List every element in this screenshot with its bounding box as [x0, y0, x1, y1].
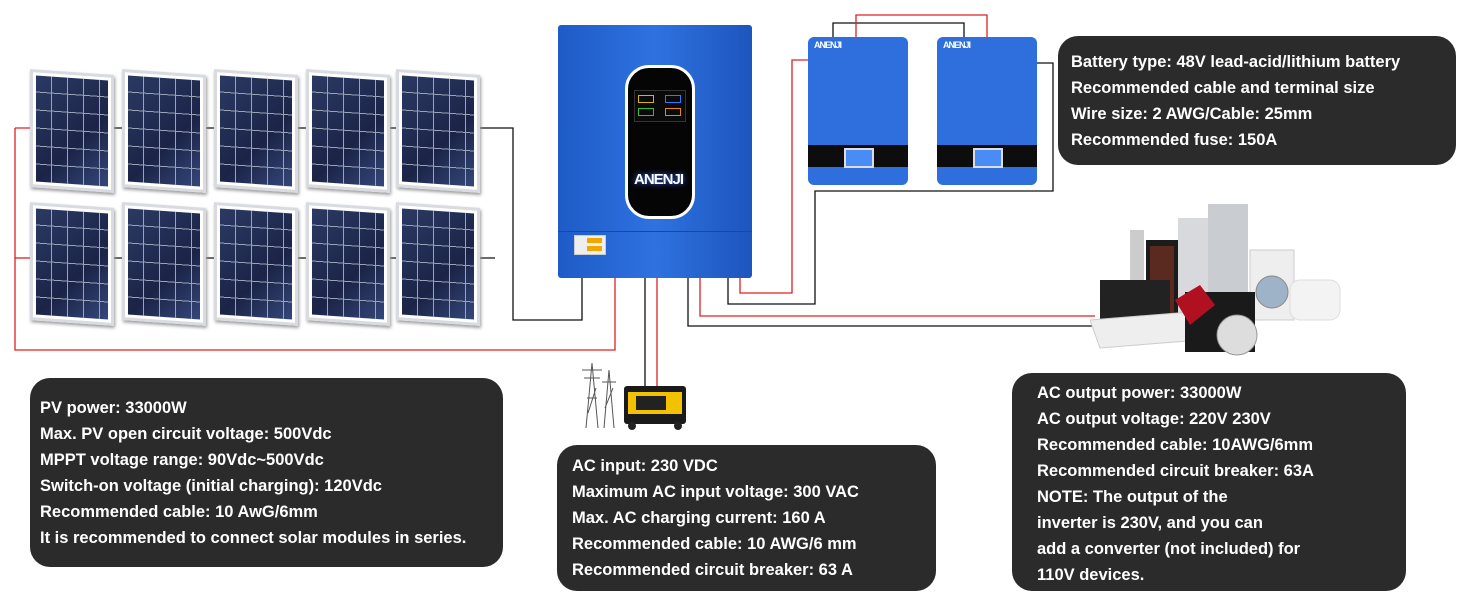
ac-output-cable: Recommended cable: 10AWG/6mm	[1037, 436, 1314, 454]
ac-charging-current: Max. AC charging current: 160 A	[572, 509, 826, 527]
battery-logo: ANENJI	[814, 40, 842, 50]
inverter: ANENJI	[558, 25, 752, 278]
solar-panel	[30, 202, 114, 326]
switch-on-voltage: Switch-on voltage (initial charging): 12…	[40, 477, 382, 495]
ac-output-voltage: AC output voltage: 220V 230V	[1037, 410, 1271, 428]
inverter-logo: ANENJI	[634, 171, 684, 188]
ac-output-breaker: Recommended circuit breaker: 63A	[1037, 462, 1314, 480]
ac-output-wire-black	[687, 278, 1095, 327]
battery-cable-heading: Recommended cable and terminal size	[1071, 79, 1375, 97]
solar-panel	[30, 69, 114, 193]
inverter-display: ANENJI	[625, 65, 695, 219]
ac-output-note: NOTE: The output of the	[1037, 488, 1228, 506]
solar-panel	[396, 69, 480, 193]
solar-panel	[214, 202, 298, 326]
pv-open-circuit-voltage: Max. PV open circuit voltage: 500Vdc	[40, 425, 332, 443]
ac-output-wire-red	[699, 278, 1095, 317]
lcd-panel	[634, 90, 686, 122]
solar-panel	[122, 202, 206, 326]
home-appliances-image	[1090, 204, 1341, 356]
caution-label	[574, 235, 606, 255]
pv-spec-box: PV power: 33000W Max. PV open circuit vo…	[30, 378, 503, 567]
solar-panel	[214, 69, 298, 193]
ac-output-note: inverter is 230V, and you can	[1037, 514, 1263, 532]
battery-lcd	[973, 148, 1003, 168]
ac-output-note: 110V devices.	[1037, 566, 1145, 584]
solar-panel	[396, 202, 480, 326]
ac-input-spec-box: AC input: 230 VDC Maximum AC input volta…	[557, 445, 936, 591]
battery-negative-wire	[727, 62, 1054, 305]
ac-output-note: add a converter (not included) for	[1037, 540, 1301, 558]
ac-input-breaker: Recommended circuit breaker: 63 A	[572, 561, 853, 579]
battery-wire-size: Wire size: 2 AWG/Cable: 25mm	[1071, 105, 1313, 123]
pv-cable: Recommended cable: 10 AwG/6mm	[40, 503, 318, 521]
ac-max-input-voltage: Maximum AC input voltage: 300 VAC	[572, 483, 859, 501]
pv-series-note: It is recommended to connect solar modul…	[40, 529, 467, 547]
battery-fuse: Recommended fuse: 150A	[1071, 131, 1278, 149]
grid-and-generator-icon	[582, 362, 686, 430]
solar-panel	[306, 202, 390, 326]
battery-lcd	[844, 148, 874, 168]
pv-series-wire-top	[105, 127, 583, 321]
battery-logo: ANENJI	[943, 40, 971, 50]
ac-output-power: AC output power: 33000W	[1037, 384, 1242, 402]
battery-1: ANENJI	[808, 37, 908, 185]
pv-power: PV power: 33000W	[40, 399, 187, 417]
ac-input-cable: Recommended cable: 10 AWG/6 mm	[572, 535, 857, 553]
pv-positive-wire	[14, 127, 616, 351]
solar-panel	[122, 69, 206, 193]
mppt-range: MPPT voltage range: 90Vdc~500Vdc	[40, 451, 324, 469]
battery-positive-wire	[739, 59, 808, 294]
battery-2: ANENJI	[937, 37, 1037, 185]
ac-input: AC input: 230 VDC	[572, 457, 718, 475]
battery-spec-box: Battery type: 48V lead-acid/lithium batt…	[1058, 36, 1456, 165]
solar-panel	[306, 69, 390, 193]
ac-output-spec-box: AC output power: 33000W AC output voltag…	[1012, 373, 1406, 591]
battery-type: Battery type: 48V lead-acid/lithium batt…	[1071, 53, 1401, 71]
